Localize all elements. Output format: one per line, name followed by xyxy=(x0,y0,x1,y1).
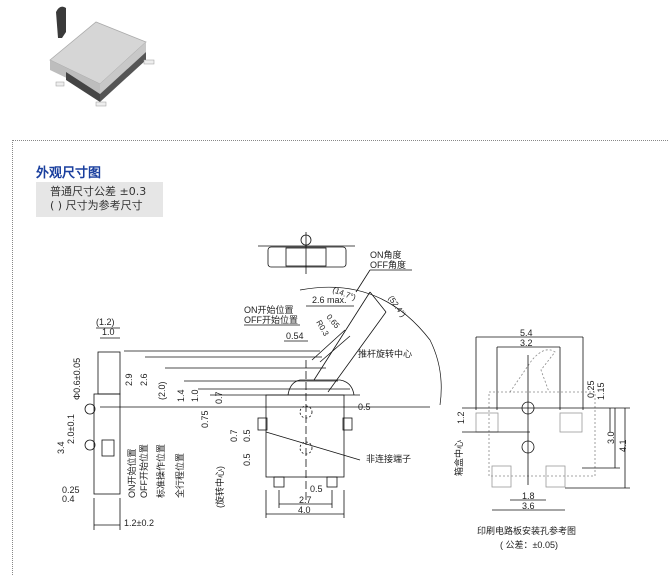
pcb-dim-5-4: 5.4 xyxy=(520,328,533,338)
section-title: 外观尺寸图 xyxy=(36,166,102,181)
dim-2-9: 2.9 xyxy=(124,373,134,386)
pcb-tolerance: ( 公差：±0.05) xyxy=(500,539,558,550)
lever xyxy=(311,291,387,393)
dim-2-0: 2.0±0.1 xyxy=(66,414,76,444)
lever-center-label: 推杆旋转中心 xyxy=(358,348,412,359)
dim-0-5-a: 0.5 xyxy=(242,429,252,442)
height-lines xyxy=(100,350,430,408)
pcb-dim-4-1: 4.1 xyxy=(618,439,628,452)
product-photo xyxy=(49,6,155,107)
on-angle-label: ON角度 xyxy=(370,249,402,260)
dim-0-7-b: 0.7 xyxy=(229,429,239,442)
dim-1-0: 1.0 xyxy=(102,327,115,337)
tolerance-note-line: ( ) 尺寸为参考尺寸 xyxy=(50,199,143,212)
dim-1-4: 1.4 xyxy=(176,389,186,402)
non-connect-label: 非连接端子 xyxy=(366,453,411,464)
label-on-start: ON开始位置 xyxy=(126,448,137,498)
angle-off-dim: (52.4°) xyxy=(386,294,407,319)
on-start-label: ON开始位置 xyxy=(244,304,294,315)
label-full-travel: 全行程位置 xyxy=(174,453,185,498)
label-standard-position: 标准操作位置 xyxy=(155,444,166,498)
dim-0-75: 0.75 xyxy=(200,410,210,428)
dim-phi: Φ0.6±0.05 xyxy=(72,358,82,400)
dim-0-5-b: 0.5 xyxy=(242,453,252,466)
dim-2-7: 2.7 xyxy=(299,495,312,505)
pcb-caption: 印刷电路板安装孔参考图 xyxy=(477,525,576,536)
pcb-dim-3-0: 3.0 xyxy=(606,431,616,444)
dim-0-4: 0.4 xyxy=(62,494,75,504)
label-rotation-center: (旋转中心) xyxy=(214,466,225,508)
dim-0-5-bottom: 0.5 xyxy=(310,484,323,494)
tolerance-note-line: 普通尺寸公差 ±0.3 xyxy=(50,185,147,198)
dim-1-0-h: 1.0 xyxy=(190,389,200,402)
pcb-view xyxy=(462,336,630,511)
box-center-label: 箱盒中心 xyxy=(453,440,464,476)
top-view xyxy=(258,232,355,274)
dim-3-4: 3.4 xyxy=(56,441,66,454)
dim-2-6: 2.6 xyxy=(139,373,149,386)
dim-1-2-tol: 1.2±0.2 xyxy=(124,518,154,528)
dim-0-54: 0.54 xyxy=(286,331,304,341)
dim-0-5-right: 0.5 xyxy=(358,402,371,412)
dim-2-0-ref: (2.0) xyxy=(157,381,167,400)
dim-1-2-ref: (1.2) xyxy=(96,317,115,327)
off-start-label: OFF开始位置 xyxy=(244,314,298,325)
label-off-start: OFF开始位置 xyxy=(138,444,149,498)
pcb-dim-3-2: 3.2 xyxy=(520,338,533,348)
section-border-left xyxy=(12,140,13,575)
pcb-dim-1-2: 1.2 xyxy=(456,411,466,424)
pcb-dim-0-25: 0.25 xyxy=(586,380,596,398)
front-body xyxy=(257,360,361,518)
pcb-dim-1-15: 1.15 xyxy=(596,382,606,400)
dim-0-25: 0.25 xyxy=(62,485,80,495)
pcb-dim-1-8: 1.8 xyxy=(522,491,535,501)
dim-2-6-max: 2.6 max. xyxy=(312,295,347,305)
section-divider xyxy=(12,140,668,141)
tolerance-note: 普通尺寸公差 ±0.3 ( ) 尺寸为参考尺寸 xyxy=(36,182,163,217)
side-view xyxy=(84,327,121,530)
dim-4-0: 4.0 xyxy=(298,505,311,515)
dim-0-7-h: 0.7 xyxy=(214,391,224,404)
pcb-dim-3-6: 3.6 xyxy=(522,501,535,511)
off-angle-label: OFF角度 xyxy=(370,259,406,270)
